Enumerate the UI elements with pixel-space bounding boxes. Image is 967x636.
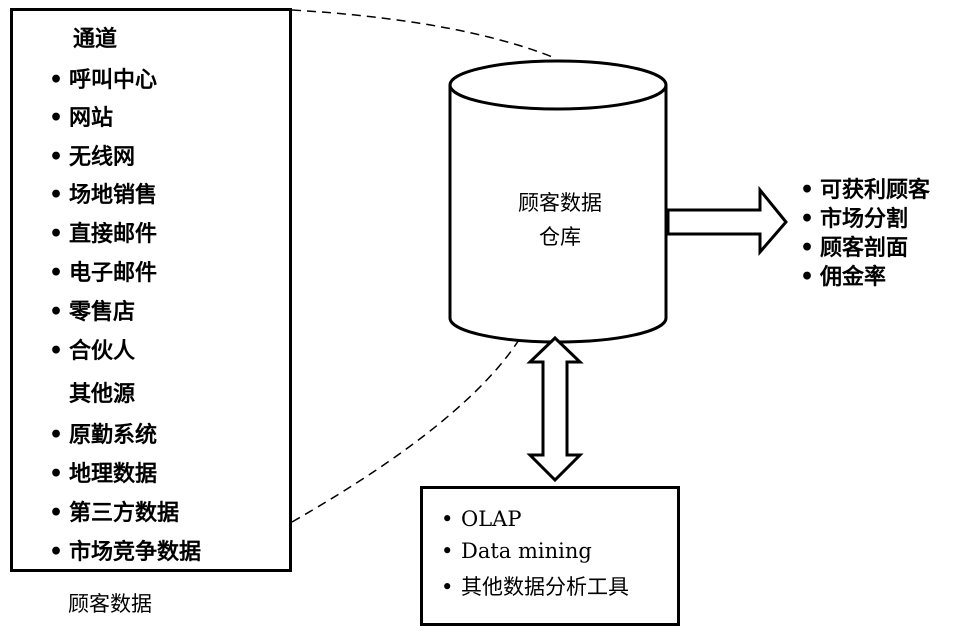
list-item-channel: •合伙人 — [49, 338, 136, 364]
bullet-icon: • — [49, 539, 64, 565]
bullet-icon: • — [49, 500, 64, 526]
bullet-icon: • — [49, 144, 64, 170]
other-sources-heading: 其他源 — [69, 381, 136, 407]
dashed-connector-bottom — [291, 334, 523, 523]
bullet-icon: • — [49, 182, 64, 208]
list-item-tool: •Data mining — [441, 539, 592, 563]
bullet-icon: • — [800, 235, 815, 261]
bullet-icon: • — [49, 260, 64, 286]
bullet-icon: • — [49, 338, 64, 364]
bullet-icon: • — [49, 221, 64, 247]
list-item-other-source: •地理数据 — [49, 461, 158, 487]
list-item-other-source: •原勤系统 — [49, 422, 158, 448]
list-item-other-source: •第三方数据 — [49, 500, 180, 526]
list-item-tool: •OLAP — [441, 507, 522, 531]
list-item-channel: •网站 — [49, 105, 114, 131]
bullet-icon: • — [49, 299, 64, 325]
list-item-output: •市场分割 — [800, 206, 909, 232]
bullet-icon: • — [441, 539, 454, 563]
analysis-tools-box: •OLAP •Data mining •其他数据分析工具 — [420, 486, 680, 626]
bullet-icon: • — [441, 507, 454, 531]
bullet-icon: • — [49, 67, 64, 93]
source-box-caption: 顾客数据 — [68, 592, 152, 616]
list-item-channel: •零售店 — [49, 299, 136, 325]
channels-heading: 通道 — [73, 26, 118, 52]
list-item-tool: •其他数据分析工具 — [441, 575, 629, 599]
list-item-channel: •无线网 — [49, 144, 136, 170]
warehouse-label-line2: 仓库 — [539, 225, 581, 249]
bidirectional-arrow — [526, 335, 584, 483]
list-item-channel: •直接邮件 — [49, 221, 158, 247]
dashed-connector-top — [291, 9, 556, 59]
warehouse-label-line1: 顾客数据 — [518, 191, 602, 215]
bullet-icon: • — [800, 264, 815, 290]
warehouse-label: 顾客数据 仓库 — [455, 186, 665, 254]
list-item-channel: •电子邮件 — [49, 260, 158, 286]
bullet-icon: • — [49, 105, 64, 131]
bullet-icon: • — [441, 575, 454, 599]
output-arrow — [666, 185, 788, 257]
list-item-channel: •场地销售 — [49, 182, 158, 208]
list-item-output: •顾客剖面 — [800, 235, 909, 261]
warehouse-cylinder — [448, 59, 668, 344]
bullet-icon: • — [800, 177, 815, 203]
bullet-icon: • — [800, 206, 815, 232]
list-item-output: •可获利顾客 — [800, 177, 931, 203]
list-item-other-source: •市场竞争数据 — [49, 539, 202, 565]
data-sources-box: 通道 •呼叫中心 •网站 •无线网 •场地销售 •直接邮件 •电子邮件 •零售店… — [10, 8, 292, 572]
list-item-channel: •呼叫中心 — [49, 67, 158, 93]
list-item-output: •佣金率 — [800, 264, 887, 290]
bullet-icon: • — [49, 422, 64, 448]
bullet-icon: • — [49, 461, 64, 487]
